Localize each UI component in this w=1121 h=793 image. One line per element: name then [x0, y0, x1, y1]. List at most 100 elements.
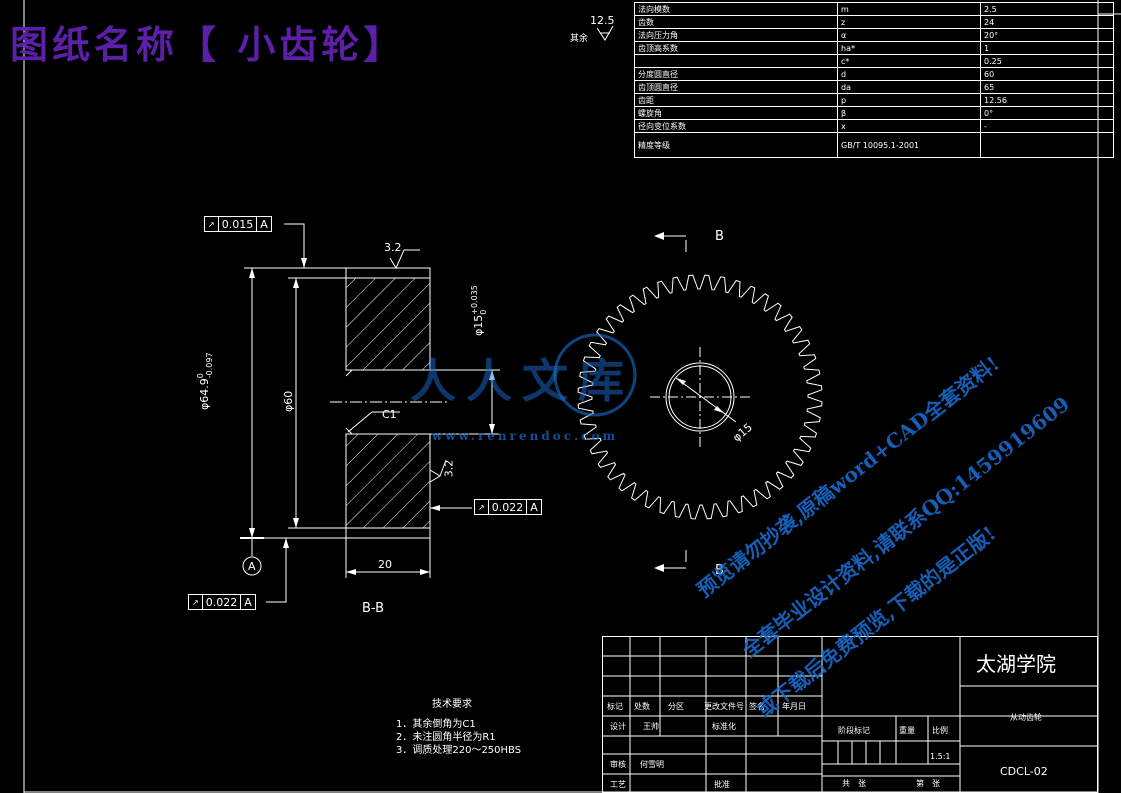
- title-block-drawing-no: CDCL-02: [1000, 765, 1048, 778]
- param-label: 螺旋角: [634, 106, 838, 120]
- bore-tol-up: +0.035: [470, 285, 479, 315]
- param-label: 精度等级: [634, 132, 838, 158]
- param-symbol: GB/T 10095.1-2001: [837, 132, 981, 158]
- roughness-other-value: 12.5: [590, 14, 615, 27]
- param-symbol: z: [837, 15, 981, 29]
- param-label: 齿顶高系数: [634, 41, 838, 55]
- tb-design-label: 设计: [610, 722, 626, 731]
- tb-header-label: 标记: [607, 702, 623, 711]
- tb-header-label: 签名: [749, 702, 765, 711]
- tolerance-value: 0.015: [217, 216, 258, 232]
- runout-icon: ↗: [204, 216, 219, 232]
- tb-reviewer: 何雪明: [640, 760, 664, 769]
- tolerance-value: 0.022: [201, 594, 242, 610]
- outer-diameter-dim: φ64.90-0.097: [196, 352, 214, 410]
- tolerance-value: 0.022: [487, 499, 528, 515]
- tolerance-datum: A: [240, 594, 256, 610]
- param-label: 分度圆直径: [634, 67, 838, 81]
- param-row: c*0.25: [634, 54, 1114, 68]
- tb-designer: 王帅: [643, 722, 659, 731]
- width-dim: 20: [378, 558, 392, 571]
- tech-heading: 技术要求: [432, 699, 472, 710]
- param-label: 法向模数: [634, 2, 838, 16]
- watermark-url: www.renrendoc.com: [432, 429, 619, 443]
- param-value: 1: [980, 41, 1114, 55]
- cut-label-bottom: B: [715, 563, 724, 578]
- param-value: 12.56: [980, 93, 1114, 107]
- tb-ratio-label: 比例: [932, 726, 948, 735]
- param-label: 齿数: [634, 15, 838, 29]
- tb-header-label: 处数: [634, 702, 650, 711]
- param-value: 65: [980, 80, 1114, 94]
- param-label: 径向变位系数: [634, 119, 838, 133]
- tech-line-2: 2．未注圆角半径为R1: [396, 732, 496, 743]
- section-label: B-B: [362, 601, 385, 616]
- param-value: 2.5: [980, 2, 1114, 16]
- cut-arrow-bottom-icon: [654, 550, 687, 572]
- tb-stage-label: 阶段标记: [838, 726, 870, 735]
- tb-weight-label: 重量: [899, 726, 915, 735]
- title-block-scale: 1.5:1: [930, 752, 951, 761]
- tb-total-sheets: 共 张: [842, 779, 866, 788]
- roughness-top-value: 3.2: [384, 241, 402, 254]
- chamfer-label: C1: [382, 408, 397, 421]
- roughness-other-label: 其余: [570, 34, 589, 44]
- param-symbol: ha*: [837, 41, 981, 55]
- tb-process-label: 工艺: [610, 780, 626, 789]
- watermark-brand: 人人文库: [410, 354, 634, 408]
- tech-line-3: 3．调质处理220～250HBS: [396, 745, 522, 756]
- gear-teeth-outline: [577, 274, 823, 520]
- param-label: 齿距: [634, 93, 838, 107]
- drawing-title: 图纸名称【 小齿轮】: [10, 22, 406, 67]
- tolerance-datum: A: [256, 216, 272, 232]
- cut-arrow-top-icon: [654, 232, 687, 252]
- brand-logo-icon: [553, 333, 637, 417]
- roughness-side-value: 3.2: [442, 459, 456, 478]
- param-label: 法向压力角: [634, 28, 838, 42]
- param-value: 24: [980, 15, 1114, 29]
- bore-tol-low: 0: [479, 309, 488, 315]
- param-symbol: da: [837, 80, 981, 94]
- roughness-symbol-icon: [597, 26, 614, 41]
- cut-label-top: B: [715, 229, 724, 244]
- tech-line-1: 1．其余倒角为C1: [396, 719, 476, 730]
- param-symbol: x: [837, 119, 981, 133]
- title-block-school: 太湖学院: [976, 652, 1056, 676]
- param-label: 齿顶圆直径: [634, 80, 838, 94]
- param-value: 60: [980, 67, 1114, 81]
- section-view-b-b: [240, 223, 500, 603]
- outer-tol-up: 0: [196, 373, 205, 379]
- tb-header-label: 分区: [668, 702, 684, 711]
- gear-front-view: [577, 274, 823, 520]
- datum-label: A: [248, 560, 256, 573]
- param-value: -: [980, 119, 1114, 133]
- param-symbol: p: [837, 93, 981, 107]
- param-symbol: m: [837, 2, 981, 16]
- param-symbol: β: [837, 106, 981, 120]
- tb-standard-label: 标准化: [712, 722, 736, 731]
- tb-sheet-no: 第 张: [916, 779, 940, 788]
- param-value: [980, 132, 1114, 158]
- outer-tol-low: -0.097: [205, 352, 214, 379]
- gear-tooth-profile: [577, 274, 823, 520]
- tolerance-datum: A: [526, 499, 542, 515]
- param-label: [634, 54, 838, 68]
- runout-icon: ↗: [474, 499, 489, 515]
- tb-header-label: 更改文件号: [704, 702, 744, 711]
- param-value: 20°: [980, 28, 1114, 42]
- bore-diameter-value: φ15: [472, 314, 485, 336]
